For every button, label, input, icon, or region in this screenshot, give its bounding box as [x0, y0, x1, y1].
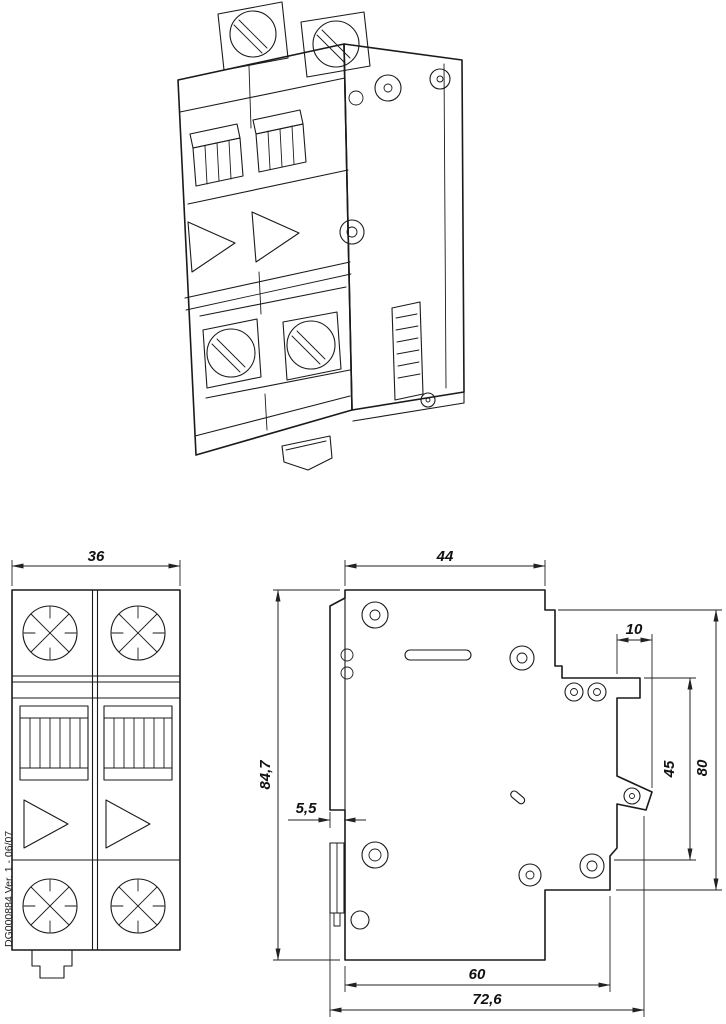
din-height-dimension: 45: [614, 677, 696, 861]
side-body-outline: [329, 589, 653, 961]
front-step-label: 5,5: [296, 800, 318, 817]
front-din-clip: [31, 949, 73, 979]
base-depth-dimension: 60: [344, 896, 611, 992]
front-width-dim-label: 36: [88, 548, 105, 565]
front-plunger: [329, 842, 345, 927]
front-width-dimension: 36: [11, 548, 181, 586]
front-toggle-windows: [19, 705, 173, 781]
isometric-breaker: [177, 1, 465, 471]
front-view: 36: [3, 548, 181, 979]
rating-label-plate: [391, 301, 424, 401]
side-body-details: [329, 597, 641, 930]
front-bottom-screws: [22, 878, 166, 934]
front-top-screws: [22, 605, 166, 661]
rear-height-label: 80: [694, 759, 711, 776]
rear-height-dimension: 80: [558, 609, 722, 891]
isometric-view: [177, 1, 465, 471]
base-depth-label: 60: [469, 966, 486, 983]
side-view: 44 10 84,7 5,5 45: [260, 548, 722, 1017]
total-depth-label: 72,6: [472, 991, 502, 1008]
toggle-levers: [187, 109, 349, 205]
front-step-dimension: 5,5: [288, 800, 366, 828]
top-terminal-screws: [217, 1, 371, 78]
front-face: [177, 43, 353, 456]
pole-seam: [248, 65, 268, 431]
din-clip-isometric: [281, 435, 333, 471]
indicator-triangles: [187, 211, 300, 273]
side-depth-top-label: 44: [436, 548, 454, 565]
total-depth-dimension: 72,6: [329, 816, 645, 1017]
part-code: DG000884 Ver. 1 - 06/07: [3, 831, 15, 947]
din-claw-dimension: 10: [616, 621, 653, 788]
front-body: [11, 589, 181, 951]
bottom-terminal-screws: [199, 286, 351, 399]
side-panel-details: [339, 63, 465, 422]
front-indicator-triangles: [23, 799, 151, 849]
din-height-label: 45: [661, 760, 678, 778]
total-height-dimension: 84,7: [260, 589, 340, 961]
din-claw-label: 10: [626, 621, 643, 638]
side-depth-top-dimension: 44: [344, 548, 546, 586]
total-height-label: 84,7: [260, 760, 274, 790]
